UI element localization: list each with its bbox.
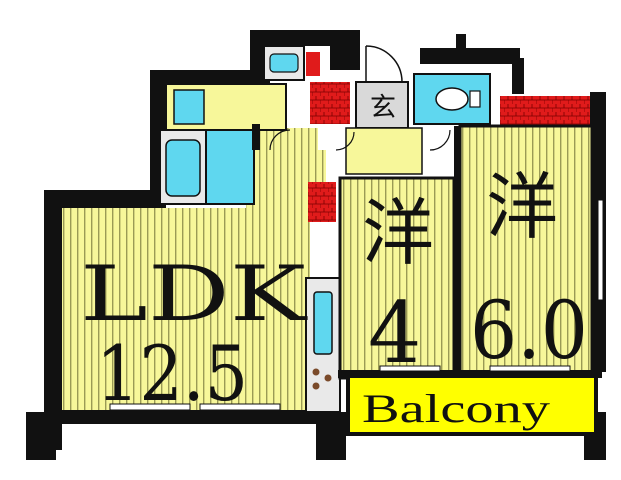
western-room-small-name: 洋 xyxy=(362,191,434,275)
entrance xyxy=(345,45,423,175)
ldk-room-name: LDK xyxy=(80,249,308,338)
western-room-large xyxy=(458,124,594,380)
western-room-small xyxy=(338,176,456,380)
western-room-small-size: 4 xyxy=(368,284,421,382)
toilet-room xyxy=(413,73,491,125)
windows xyxy=(109,199,604,411)
western-room-large-size: 6.0 xyxy=(470,284,588,377)
western-room-large-name: 洋 xyxy=(486,165,558,249)
bathroom xyxy=(159,127,255,205)
storage-units xyxy=(306,52,590,222)
balcony-label: Balcony xyxy=(362,386,550,431)
balcony xyxy=(338,370,602,436)
outer-walls xyxy=(26,30,606,460)
interior-walls xyxy=(252,124,460,378)
kitchen-counter xyxy=(305,277,341,413)
entrance-label: 玄 xyxy=(370,93,396,123)
washroom xyxy=(165,45,305,131)
ldk-room-size: 12.5 xyxy=(96,329,248,418)
